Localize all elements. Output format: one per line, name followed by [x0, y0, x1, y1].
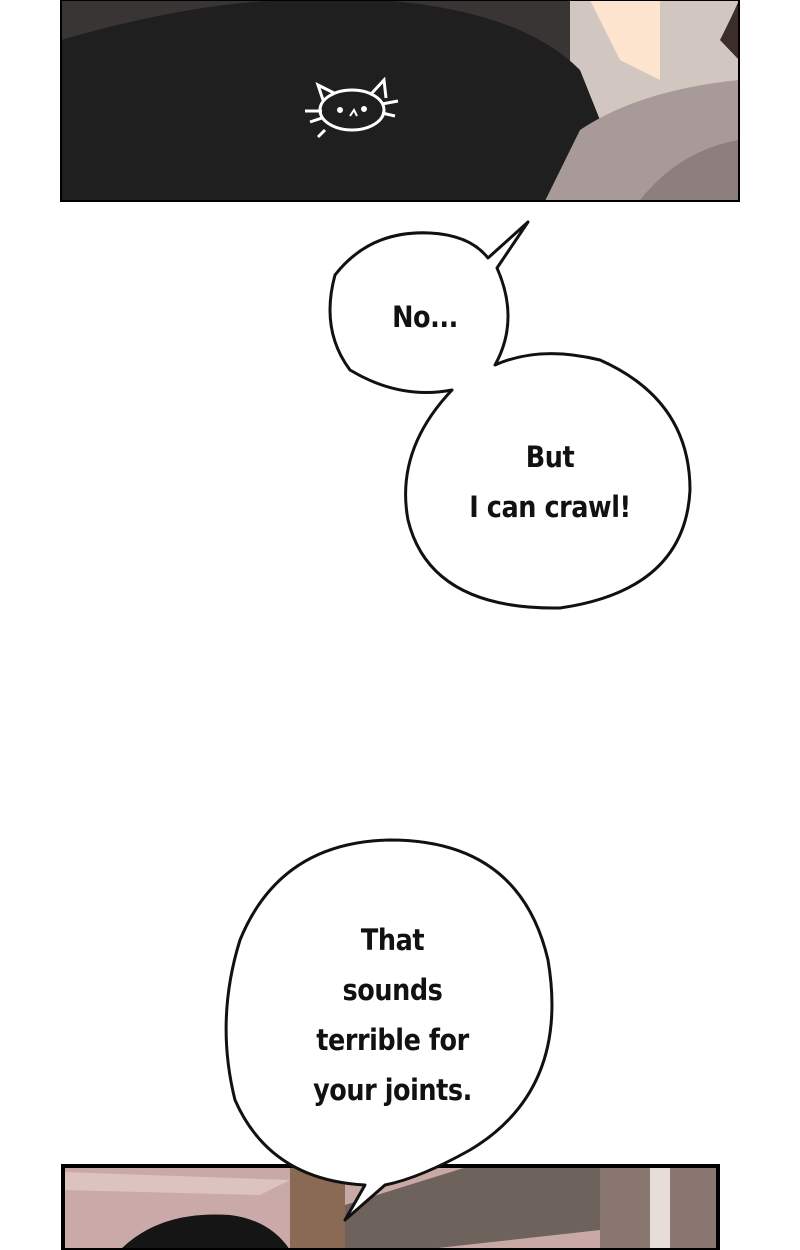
bubble-text-crawl: I can crawl!	[469, 490, 631, 524]
bubble-text-no: No...	[392, 300, 458, 334]
bubble-text-joints: your joints.	[313, 1073, 472, 1107]
bubble-text-sounds: sounds	[342, 973, 443, 1007]
bubble-text-but: But	[525, 440, 575, 474]
bubble-text-terrible: terrible for	[316, 1023, 469, 1057]
cat-logo-icon	[305, 76, 399, 139]
character-hair	[120, 1214, 290, 1250]
speech-bubble-no	[328, 220, 692, 610]
top-panel	[60, 0, 740, 202]
black-shirt	[61, 0, 600, 201]
roof	[345, 1166, 600, 1250]
bubble-text-that: That	[360, 923, 425, 957]
speech-bubble-joints	[224, 838, 554, 1222]
